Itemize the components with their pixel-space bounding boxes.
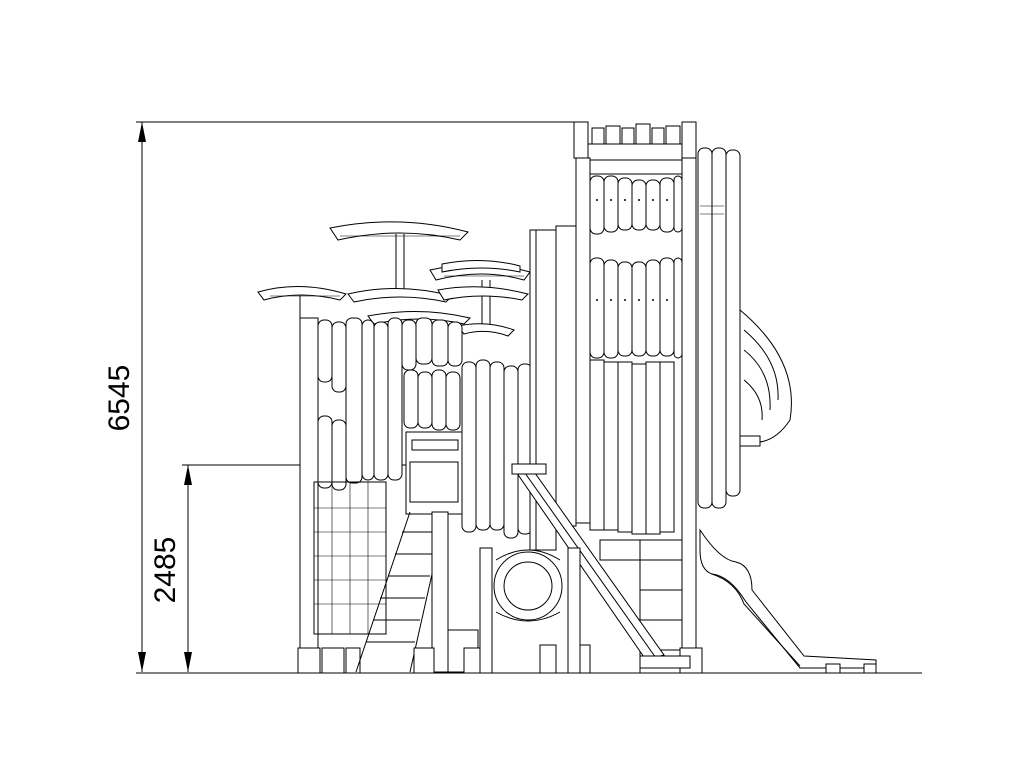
tall-tower [573,121,703,674]
curved-slide [699,528,877,674]
right-plank-stack [697,147,741,509]
middle-ladder-section [355,359,505,674]
center-tower [503,225,577,674]
crawl-tube [493,549,563,622]
platform-height-dimension: 2485 [149,464,410,672]
straight-slide [511,463,691,669]
spiral-tube-slide [739,308,792,447]
platform-height-label: 2485 [149,537,182,604]
support-posts [413,539,641,674]
leaf-canopies [257,221,531,337]
left-tower [297,317,463,674]
total-height-dimension: 6545 [103,121,588,672]
total-height-label: 6545 [103,365,136,432]
